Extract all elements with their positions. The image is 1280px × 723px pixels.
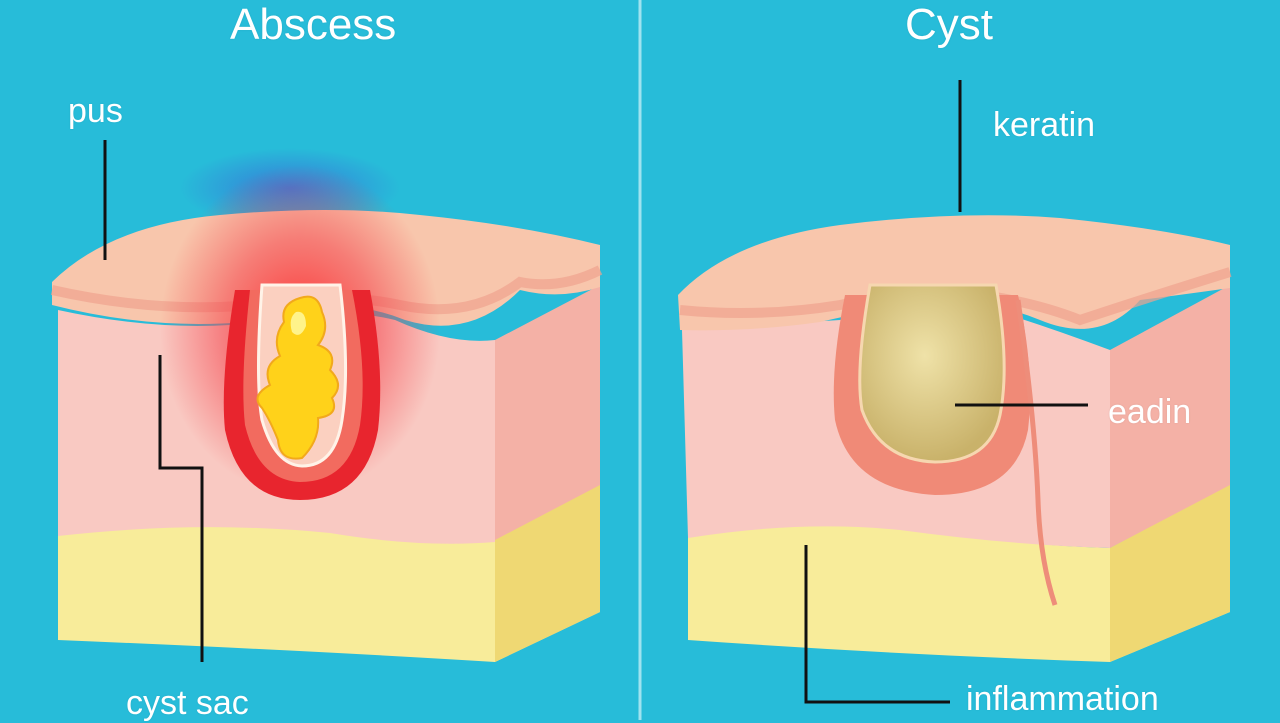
hair-follicle-strand [1015,299,1058,606]
inflammation-label: inflammation [966,680,1159,718]
abscess-side-face [495,285,600,542]
cyst-sac-label: cyst sac [126,684,249,722]
pus-blob [256,295,339,460]
pus-label: pus [68,92,123,130]
keratin-label: keratin [993,106,1096,144]
inflammation-leader-line [804,545,950,704]
cyst-epidermis-top [678,215,1230,331]
cyst-fat-layer [688,485,1230,662]
cyst-skin-block [678,215,1232,662]
abscess-title: Abscess [230,0,397,49]
cyst-title: Cyst [905,0,993,49]
cyst-side-face [1110,285,1230,548]
cyst-sac-leader-line [158,355,204,662]
cyst-keratin-mass [858,283,1006,464]
eadin-label: eadin [1108,393,1192,431]
abscess-skin-block [50,148,603,662]
abscess-fat-layer [58,485,600,662]
